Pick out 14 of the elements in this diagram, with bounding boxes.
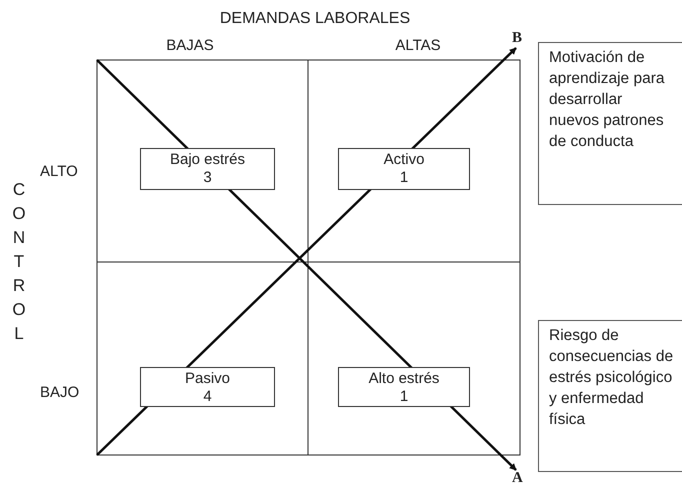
quadrant-label-box: Alto estrés 1 [338, 367, 470, 407]
quadrant-label-box: Bajo estrés 3 [140, 148, 275, 190]
description-box: Motivación de aprendizaje para desarrollar nuevos patrones de conducta [538, 42, 682, 205]
axis-category: BAJO [40, 384, 80, 401]
axis-title: DEMANDAS LABORALES [218, 10, 412, 28]
quadrant-label-box: Pasivo 4 [140, 367, 275, 407]
axis-title: CONTROL [11, 179, 27, 345]
point-letter: B [512, 30, 526, 48]
axis-category: ALTAS [394, 37, 442, 54]
description-box: Riesgo de consecuencias de estrés psicológico y enfermedad física [538, 320, 682, 472]
quadrant-label-box: Activo 1 [338, 148, 470, 190]
point-letter: A [512, 470, 526, 484]
axis-category: BAJAS [165, 37, 215, 54]
axis-category: ALTO [40, 163, 78, 180]
